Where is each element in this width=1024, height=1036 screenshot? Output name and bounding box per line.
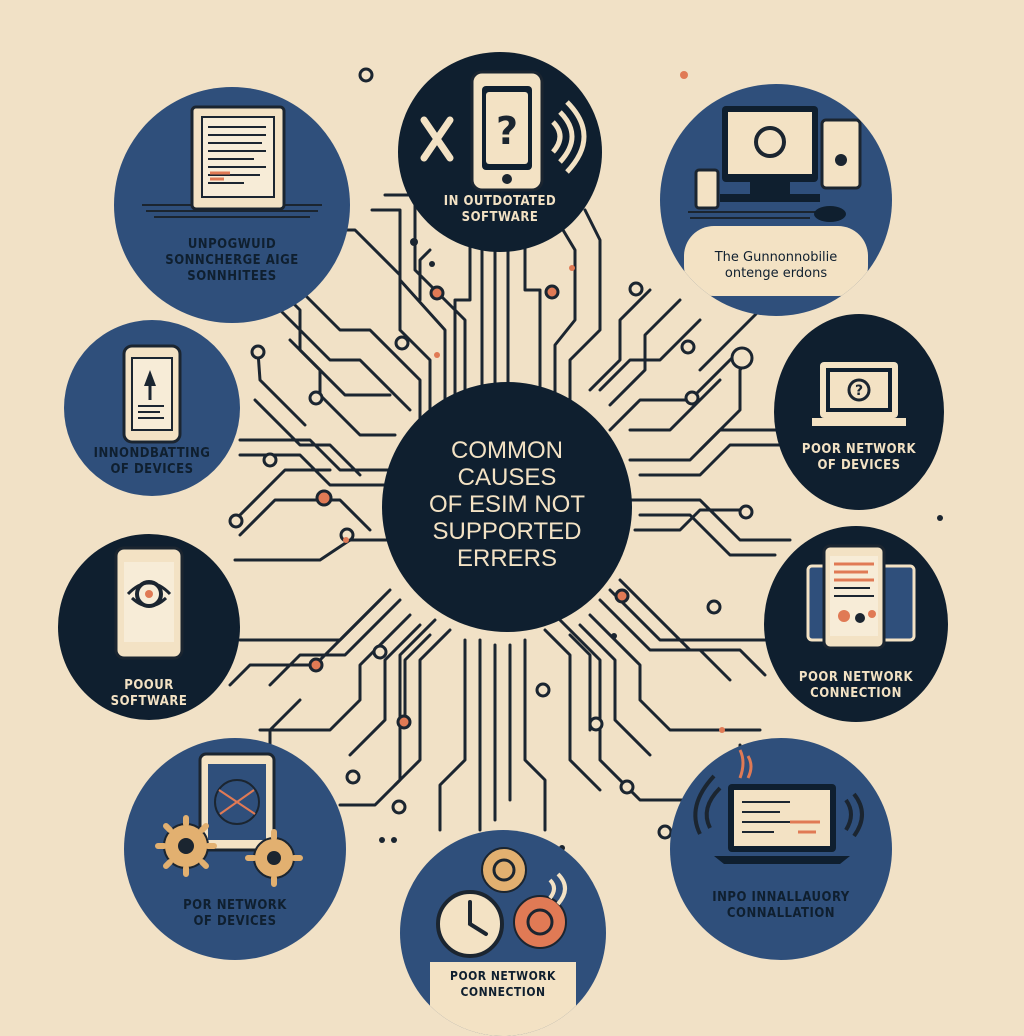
- node-label-line: SONNCHERGE AIGE: [165, 253, 299, 268]
- phone-question-icon: ?: [420, 70, 587, 192]
- svg-text:?: ?: [496, 109, 518, 153]
- node-lower-left-mid: POOUR SOFTWARE: [58, 534, 240, 720]
- node-label-line: CONNECTION: [460, 985, 546, 999]
- node-bottom: POOR NETWORK CONNECTION: [400, 830, 606, 1036]
- node-label-line: The Gunnonnobilie: [714, 250, 838, 265]
- node-right: ? POOR NETWORK OF DEVICES: [774, 314, 944, 510]
- center-node: COMMON CAUSES OF ESIM NOT SUPPORTED ERRE…: [382, 382, 632, 632]
- node-label: POOUR SOFTWARE: [58, 678, 240, 710]
- center-title-line: OF ESIM NOT: [429, 491, 585, 518]
- tablet-document-icon: [806, 544, 916, 650]
- phone-eye-icon: [114, 546, 184, 660]
- laptop-signal-icon: [693, 749, 864, 864]
- node-bottom-right: INPO INNALLAUORY CONNALLATION: [670, 738, 892, 960]
- node-label: INNONDBATTING OF DEVICES: [64, 446, 240, 478]
- svg-text:?: ?: [855, 383, 863, 399]
- node-lower-right-mid: POOR NETWORK CONNECTION: [764, 526, 948, 722]
- node-label-line: SONNHITEES: [187, 269, 277, 284]
- node-label-line: POOR NETWORK: [801, 442, 917, 457]
- node-label-line: IN OUTDOTATED: [443, 194, 557, 209]
- node-label: POR NETWORK OF DEVICES: [124, 898, 346, 930]
- node-label: UNPOGWUID SONNCHERGE AIGE SONNHITEES: [114, 237, 350, 285]
- node-label-line: INNONDBATTING: [93, 446, 211, 461]
- node-label: POOR NETWORK CONNECTION: [764, 670, 948, 702]
- phone-warning-icon: [122, 344, 182, 444]
- center-title-line: ERRERS: [456, 545, 558, 572]
- center-title: COMMON CAUSES OF ESIM NOT SUPPORTED ERRE…: [382, 437, 632, 572]
- tablet-gears-icon: [155, 752, 303, 887]
- node-label: IN OUTDOTATED SOFTWARE: [398, 194, 602, 226]
- node-label-line: SOFTWARE: [461, 210, 539, 225]
- node-label: INPO INNALLAUORY CONNALLATION: [670, 890, 892, 922]
- node-label-line: POR NETWORK: [183, 898, 287, 913]
- node-label-line: POOR NETWORK: [450, 969, 556, 983]
- node-label-line: OF DEVICES: [110, 462, 194, 477]
- node-label-line: CONNALLATION: [726, 906, 836, 921]
- clock-gears-icon: [430, 847, 576, 1036]
- node-label-line: CONNECTION: [810, 686, 902, 701]
- node-left: INNONDBATTING OF DEVICES: [64, 320, 240, 496]
- node-label-line: INPO INNALLAUORY: [712, 890, 850, 905]
- node-label-line: ontenge erdons: [724, 266, 828, 281]
- document-tablet-icon: [142, 105, 322, 218]
- node-label: POOR NETWORK CONNECTION: [400, 968, 606, 1000]
- node-label-line: OF DEVICES: [817, 458, 901, 473]
- node-label-line: UNPOGWUID: [187, 237, 277, 252]
- node-label-line: OF DEVICES: [193, 914, 277, 929]
- node-label: POOR NETWORK OF DEVICES: [774, 442, 944, 474]
- center-title-line: COMMON: [451, 437, 563, 464]
- node-upper-left: UNPOGWUID SONNCHERGE AIGE SONNHITEES: [114, 87, 350, 323]
- center-title-line: CAUSES: [457, 464, 557, 491]
- laptop-question-icon: ?: [812, 362, 906, 426]
- node-top: ? IN OUTDOTATED SOFTWARE: [398, 52, 602, 252]
- node-label-line: POOUR: [124, 678, 174, 693]
- node-bottom-left: POR NETWORK OF DEVICES: [124, 738, 346, 960]
- center-title-line: SUPPORTED: [432, 518, 582, 545]
- node-label-line: SOFTWARE: [110, 694, 188, 709]
- node-label: The Gunnonnobilie ontenge erdons: [660, 250, 892, 282]
- node-label-line: POOR NETWORK: [798, 670, 914, 685]
- desktop-question-icon: [684, 106, 868, 296]
- node-upper-right: The Gunnonnobilie ontenge erdons: [660, 84, 892, 316]
